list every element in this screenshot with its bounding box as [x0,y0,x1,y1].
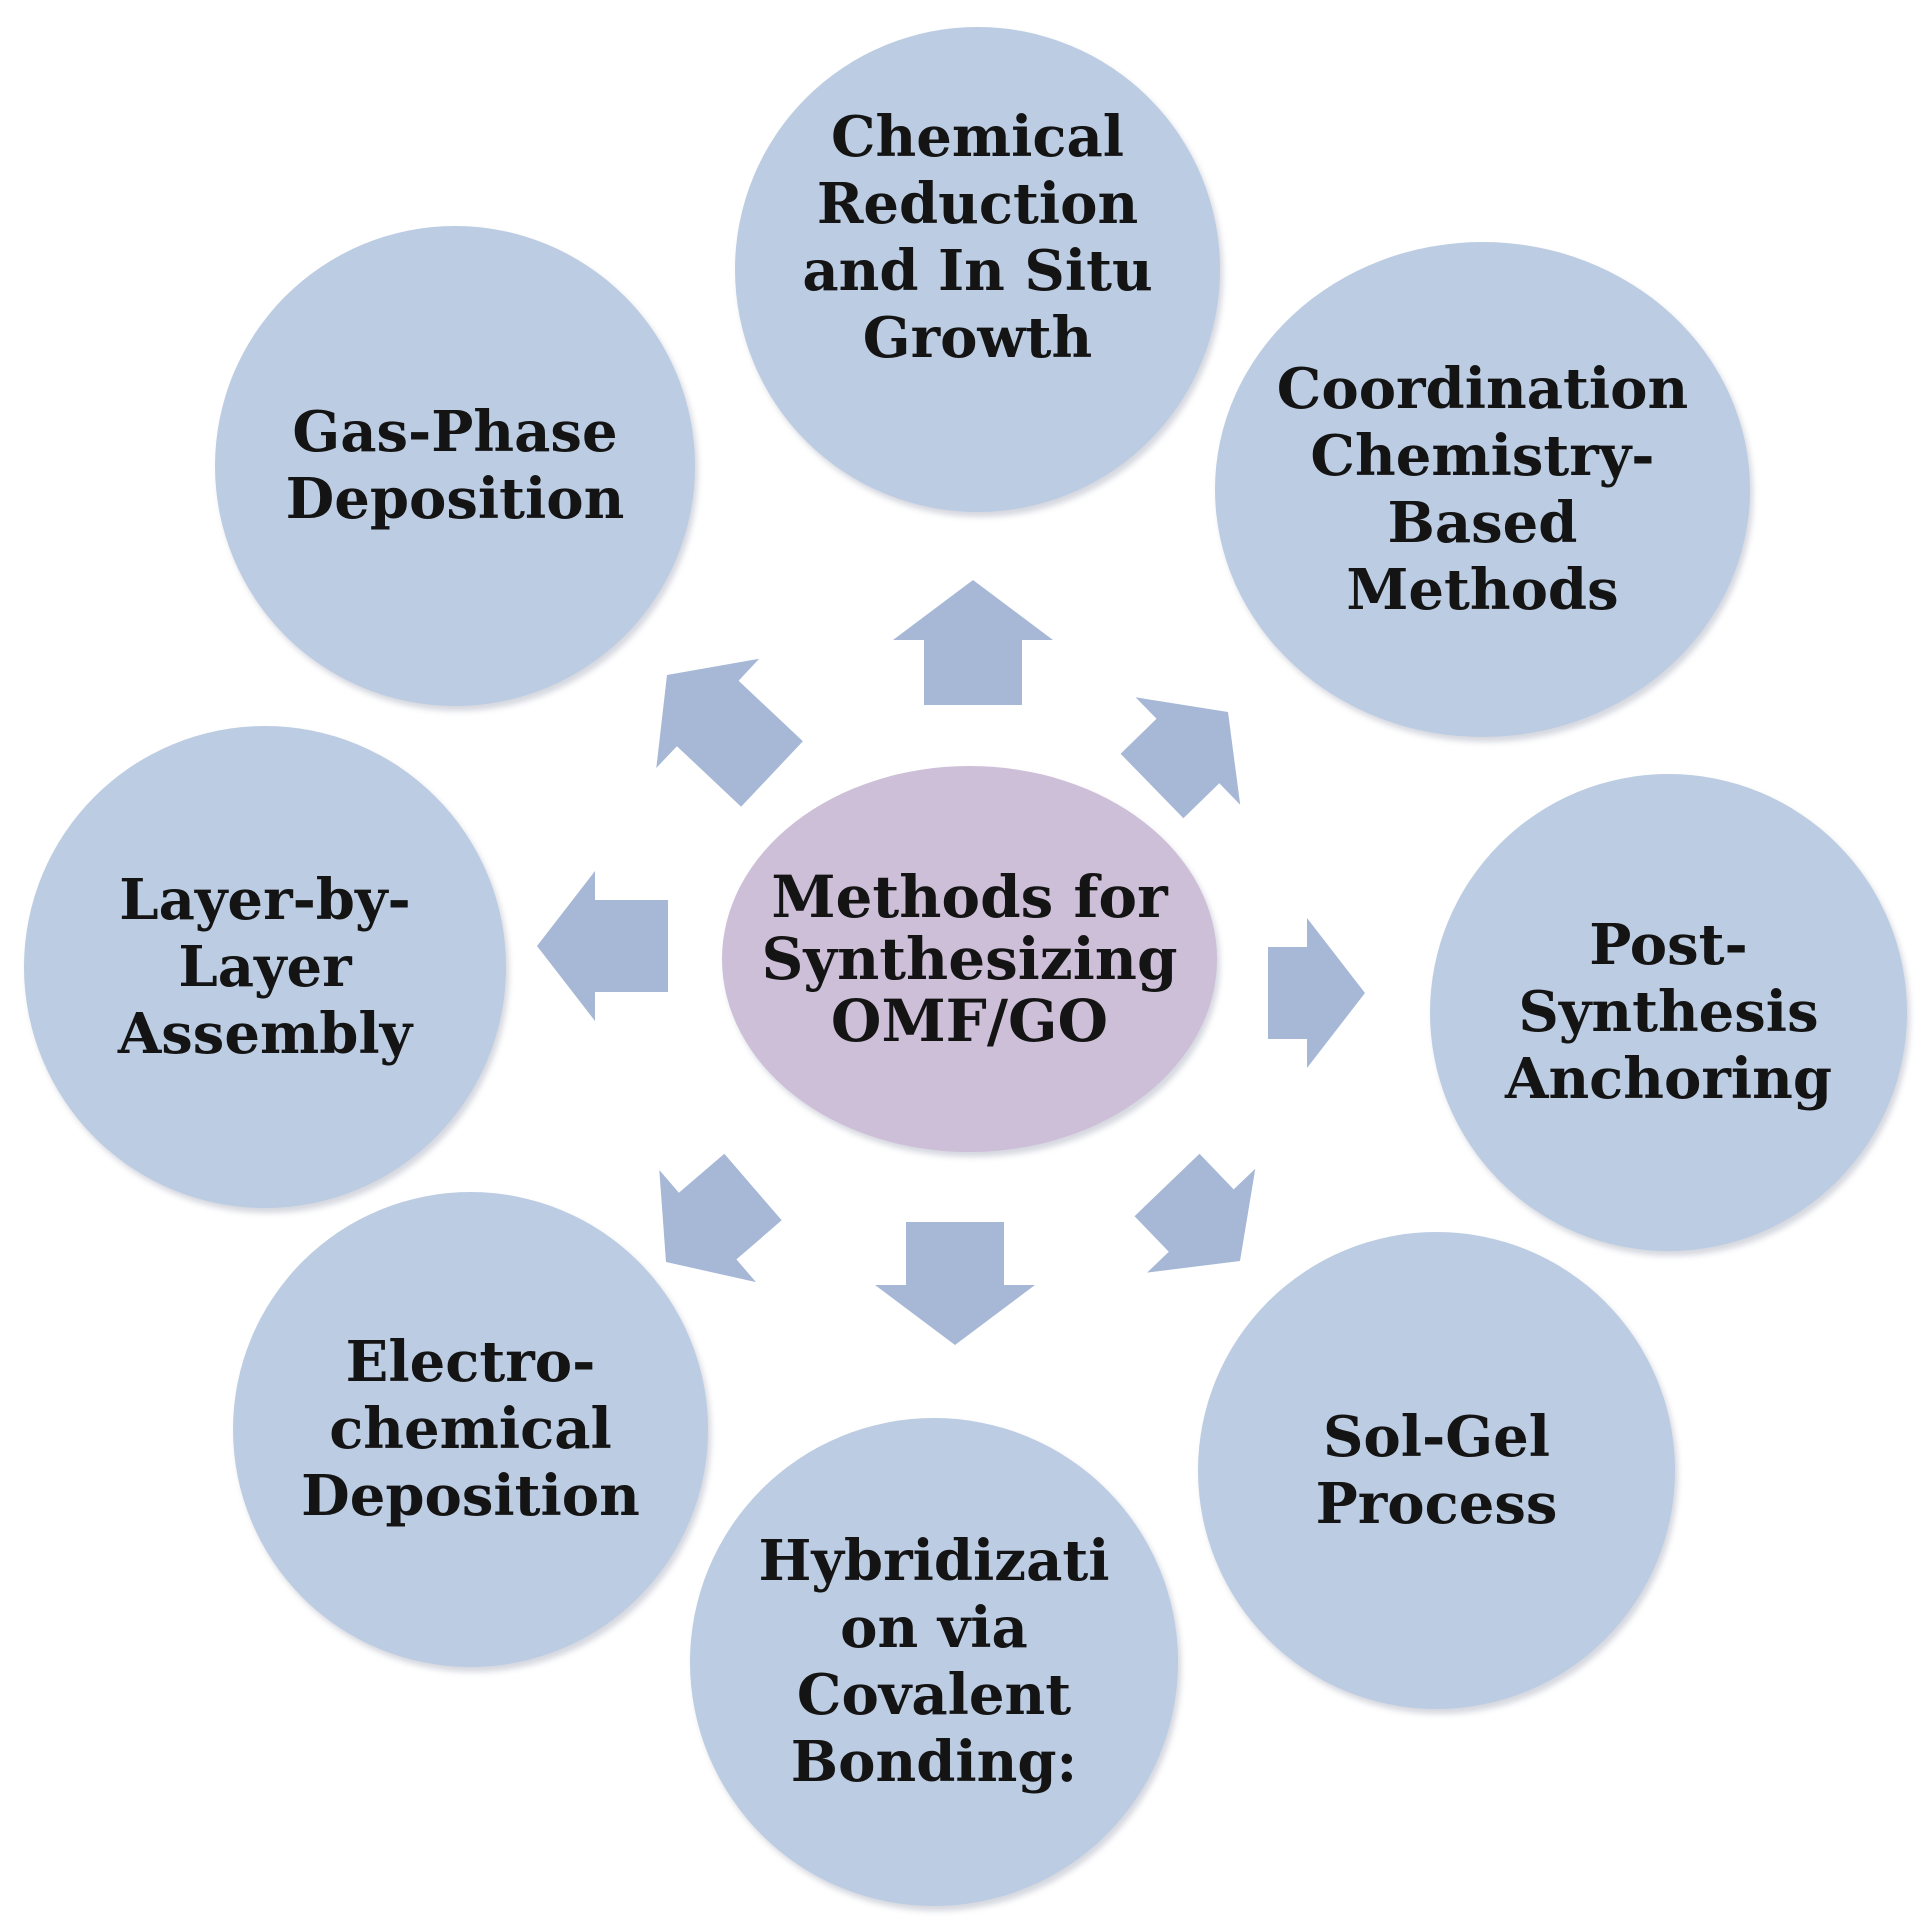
arrow-to-sol-gel-process [1134,1153,1256,1273]
node-gas-phase-deposition-label: Gas-Phase Deposition [285,399,625,532]
node-covalent-hybridization: Hybridizati on via Covalent Bonding: [690,1418,1178,1906]
node-gas-phase-deposition: Gas-Phase Deposition [215,226,695,706]
arrow-to-chemical-reduction [893,580,1053,705]
node-coordination-chemistry-label: Coordination Chemistry- Based Methods [1276,355,1689,623]
arrow-to-covalent-hybridization [875,1222,1035,1345]
node-layer-by-layer-label: Layer-by- Layer Assembly [117,866,413,1067]
arrow-to-coordination-chemistry [1120,697,1241,819]
node-sol-gel-process-label: Sol-Gel Process [1315,1403,1558,1537]
node-sol-gel-process: Sol-Gel Process [1198,1232,1675,1709]
node-chemical-reduction: Chemical Reduction and In Situ Growth [735,27,1220,512]
node-chemical-reduction-label: Chemical Reduction and In Situ Growth [802,103,1153,371]
arrow-to-gas-phase-deposition [656,658,803,807]
arrow-to-electrochemical-deposition [659,1153,782,1283]
center-node-label: Methods for Synthesizing OMF/GO [761,863,1178,1055]
node-post-synthesis-anchoring: Post- Synthesis Anchoring [1430,774,1907,1251]
node-post-synthesis-anchoring-label: Post- Synthesis Anchoring [1505,912,1832,1112]
arrow-to-post-synthesis-anchoring [1268,918,1365,1068]
node-electrochemical-deposition-label: Electro- chemical Deposition [301,1329,640,1529]
arrow-to-layer-by-layer [537,871,668,1021]
center-node: Methods for Synthesizing OMF/GO [722,766,1217,1152]
node-electrochemical-deposition: Electro- chemical Deposition [233,1192,708,1667]
node-coordination-chemistry: Coordination Chemistry- Based Methods [1215,242,1750,737]
node-covalent-hybridization-label: Hybridizati on via Covalent Bonding: [758,1528,1110,1795]
node-layer-by-layer: Layer-by- Layer Assembly [24,726,506,1208]
